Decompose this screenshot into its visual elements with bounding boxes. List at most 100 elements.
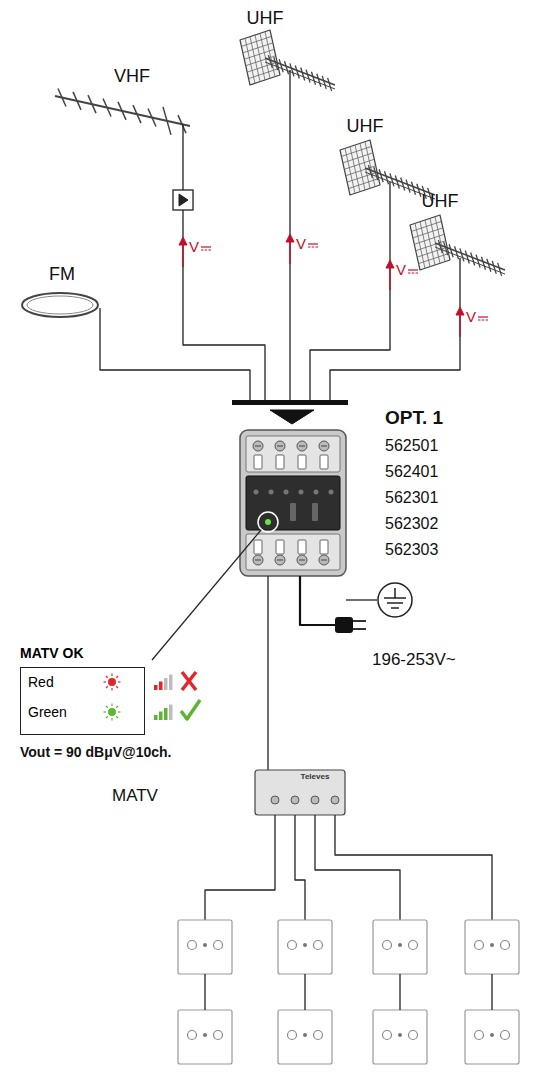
earth-symbol	[384, 597, 406, 599]
uhf-director	[406, 180, 410, 193]
dc-symbol	[205, 250, 208, 251]
screw-slot	[277, 446, 283, 447]
terminal-clamp	[276, 455, 284, 469]
wire	[335, 815, 492, 920]
led-ray	[106, 716, 108, 718]
wire	[399, 974, 400, 1010]
cross-mark	[182, 672, 196, 690]
screw-slot	[255, 446, 261, 447]
terminal-screw	[297, 555, 307, 565]
vhf-element	[58, 89, 66, 107]
signal-bar	[169, 705, 173, 721]
wall-socket	[373, 920, 427, 974]
uhf-director	[274, 57, 278, 70]
wire	[315, 815, 400, 920]
wire	[100, 308, 250, 400]
uhf-boom	[265, 58, 335, 85]
status-legend-box: MATV OKRedGreen	[20, 645, 145, 735]
switch	[290, 503, 296, 521]
supply-arrowhead	[386, 260, 394, 268]
wire	[204, 974, 205, 1010]
uhf-director	[301, 68, 305, 81]
uhf-director	[476, 255, 480, 268]
screw-slot	[299, 446, 305, 447]
socket-connector	[409, 941, 418, 950]
wall-socket	[278, 920, 332, 974]
uhf-director	[449, 244, 453, 257]
uhf-panel	[340, 140, 380, 195]
wall-socket	[278, 1010, 332, 1064]
uhf-director	[328, 78, 332, 91]
uhf-director	[317, 74, 321, 87]
socket-connector	[409, 1031, 418, 1040]
wall-socket	[178, 1010, 232, 1064]
band-label: FM	[49, 264, 75, 285]
earth-symbol	[394, 588, 396, 598]
led-ray	[116, 706, 118, 708]
plug-pin	[353, 620, 366, 622]
splitter	[255, 770, 345, 815]
supply-arrowhead	[179, 237, 187, 245]
uhf-director	[417, 184, 421, 197]
terminal-clamp	[254, 455, 262, 469]
led-ray	[118, 711, 121, 712]
splitter-port	[271, 796, 279, 804]
wire	[267, 576, 268, 770]
fm-loop	[22, 293, 98, 317]
uhf-director	[395, 175, 399, 188]
terminal-screw	[275, 441, 285, 451]
terminal-screw	[319, 441, 329, 451]
part-number: 562301	[385, 489, 438, 507]
part-number: 562303	[385, 541, 438, 559]
socket-connector	[501, 1031, 510, 1040]
box-heading: MATV OK	[20, 645, 145, 661]
vhf-element	[73, 92, 81, 110]
socket-connector	[214, 941, 223, 950]
socket-dot	[490, 1033, 494, 1037]
led-ray	[111, 704, 112, 707]
uhf-director	[498, 263, 502, 276]
socket-connector	[288, 941, 297, 950]
signal-bar	[154, 685, 158, 690]
led-icon	[108, 678, 116, 686]
uhf-boom	[435, 247, 505, 274]
dc-symbol	[416, 273, 419, 274]
power-cable	[300, 576, 335, 625]
uhf-director	[487, 259, 491, 272]
wall-socket	[465, 1010, 519, 1064]
uhf-boom	[265, 62, 335, 89]
vhf-element	[178, 115, 186, 133]
adjust-point	[254, 490, 259, 495]
wall-socket	[178, 920, 232, 974]
uhf-grid	[419, 254, 449, 264]
led-ray	[106, 676, 108, 678]
dc-symbol	[308, 243, 318, 244]
terminal-clamp	[276, 540, 284, 554]
dc-symbol	[478, 316, 488, 317]
socket-dot	[303, 1033, 307, 1037]
splitter-port	[291, 796, 299, 804]
supply-voltage: V	[396, 261, 406, 278]
led-ray	[106, 706, 108, 708]
socket-connector	[188, 941, 197, 950]
socket-dot	[398, 943, 402, 947]
brand-mark: Televes	[301, 772, 330, 781]
band-label: UHF	[422, 191, 459, 212]
terminal-clamp	[254, 540, 262, 554]
uhf-director	[311, 72, 315, 85]
green-led	[265, 519, 271, 525]
part-number: 562302	[385, 515, 438, 533]
socket-connector	[214, 1031, 223, 1040]
check-mark	[181, 700, 200, 719]
wall-socket	[373, 1010, 427, 1064]
wire	[295, 815, 305, 920]
signal-bar	[164, 678, 168, 690]
supply-voltage: V	[189, 238, 199, 255]
earth-symbol	[387, 602, 403, 604]
uhf-director	[285, 61, 289, 74]
adjust-point	[284, 490, 289, 495]
terminal-screw	[319, 555, 329, 565]
uhf-director	[322, 76, 326, 89]
